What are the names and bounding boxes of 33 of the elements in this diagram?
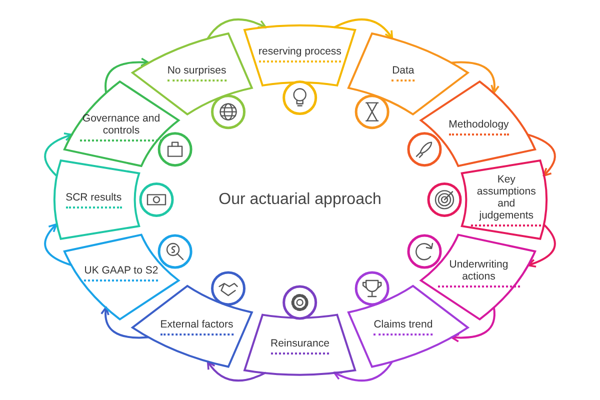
cycle-segment [63,80,195,168]
segment-label: SCR results [66,191,122,208]
cycle-arrow [528,134,556,177]
segment-label: Data [392,64,414,82]
cycle-arrow [333,361,394,382]
cycle-arrow [44,223,72,266]
cycle-arrow [334,18,394,40]
cycle-segment [63,232,195,320]
cycle-segment [405,232,537,320]
cycle-arrow [206,18,267,39]
segment-label: Reinsurance [270,338,330,355]
segment-label: Methodology [448,118,509,136]
cycle-arrow [104,58,150,93]
segment-label: reserving process [258,45,342,62]
cycle-segment [243,24,357,118]
cycle-arrow [206,360,266,382]
cycle-arrow [100,306,149,339]
cycle-segment [424,159,548,241]
segment-label: No surprises [167,64,226,82]
cycle-arrow [451,61,500,94]
segment-label: Claims trend [374,318,433,336]
segment-label: UK GAAP to S2 [84,264,158,282]
cycle-segment [405,80,537,168]
cycle-segment [243,282,357,376]
cycle-arrow [527,224,556,268]
cycle-arrow [44,132,73,176]
segment-label: Key assumptions and judgements [471,173,542,226]
center-heading: Our actuarial approach [218,191,382,209]
cycle-arrow [450,307,496,342]
segment-label: External factors [160,318,234,336]
segment-label: Underwriting actions [438,258,520,288]
segment-label: Governance and controls [80,112,162,142]
cycle-segment [52,159,176,241]
